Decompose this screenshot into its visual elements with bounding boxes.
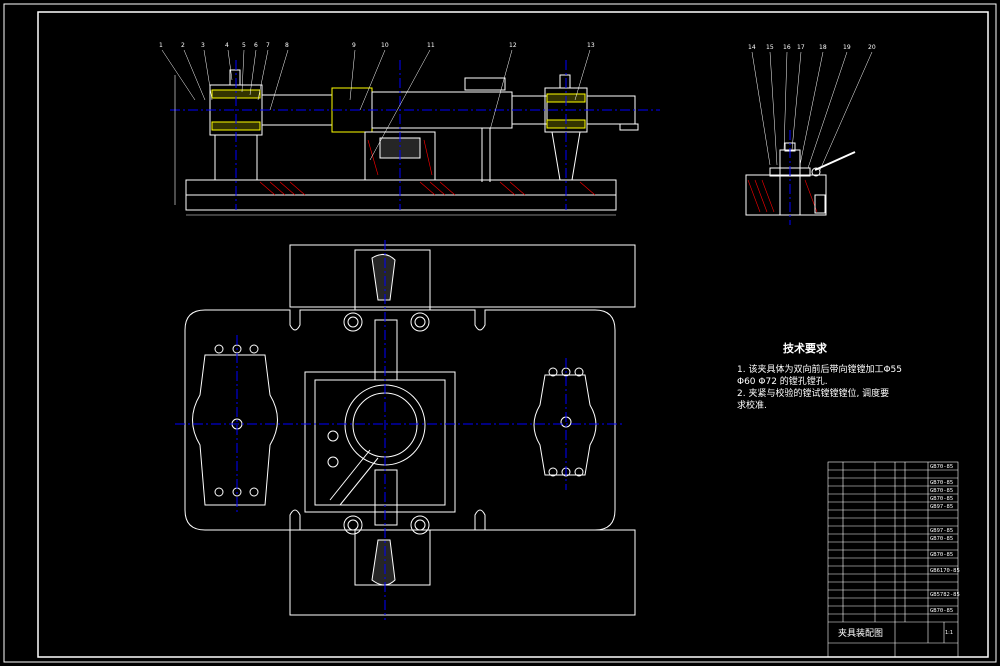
top-view <box>175 240 636 620</box>
requirements-title: 技术要求 <box>783 341 828 355</box>
balloon: 7 <box>266 42 270 49</box>
bom-code: GB70-85 <box>930 552 953 558</box>
balloon: 10 <box>381 42 389 49</box>
title-block-title: 夹具装配图 <box>838 627 883 639</box>
balloon: 8 <box>285 42 289 49</box>
balloon: 14 <box>748 44 756 51</box>
balloon: 20 <box>868 44 876 51</box>
balloon: 12 <box>509 42 517 49</box>
outer-frame <box>3 3 997 663</box>
balloon: 18 <box>819 44 827 51</box>
balloon: 1 <box>159 42 163 49</box>
title-block-scale: 1:1 <box>945 630 953 636</box>
balloon: 11 <box>427 42 435 49</box>
balloon: 19 <box>843 44 851 51</box>
side-balloons: 14 15 16 17 18 19 20 <box>748 44 876 51</box>
bom-code: GB70-85 <box>930 488 953 494</box>
bom-code: GB97-85 <box>930 528 953 534</box>
balloon: 9 <box>352 42 356 49</box>
front-view <box>161 49 660 216</box>
bom-code: GB97-85 <box>930 504 953 510</box>
inner-frame <box>37 11 989 658</box>
front-balloons: 1 2 3 4 5 6 7 8 9 10 11 12 13 <box>159 42 595 49</box>
bom-code: GB70-85 <box>930 464 953 470</box>
balloon: 4 <box>225 42 229 49</box>
bom-code: GB70-85 <box>930 480 953 486</box>
balloon: 3 <box>201 42 205 49</box>
requirement-line: Φ60 Φ72 的镗孔镗孔. <box>737 375 828 387</box>
bom-code: GB70-85 <box>930 496 953 502</box>
bom-code: GB6170-85 <box>930 568 960 574</box>
bill-of-materials <box>827 461 959 658</box>
requirement-line: 1. 该夹具体为双向前后带向镗镗加工Φ55 <box>737 363 902 375</box>
requirement-line: 2. 夹紧与校验的镗试镗镗镗位, 调度要 <box>737 387 889 399</box>
balloon: 5 <box>242 42 246 49</box>
bom-code: GB70-85 <box>930 608 953 614</box>
technical-requirements: 技术要求 1. 该夹具体为双向前后带向镗镗加工Φ55 Φ60 Φ72 的镗孔镗孔… <box>737 341 902 411</box>
bom-code: GB70-85 <box>930 536 953 542</box>
balloon: 6 <box>254 42 258 49</box>
bom-code: GB5782-85 <box>930 592 960 598</box>
requirement-line: 求校准. <box>737 399 767 411</box>
balloon: 17 <box>797 44 805 51</box>
balloon: 13 <box>587 42 595 49</box>
title-block <box>828 621 958 657</box>
balloon: 2 <box>181 42 185 49</box>
balloon: 15 <box>766 44 774 51</box>
side-view <box>745 51 873 225</box>
balloon: 16 <box>783 44 791 51</box>
bom-text: GB70-85GB70-85GB70-85GB70-85GB97-85GB97-… <box>930 464 960 614</box>
